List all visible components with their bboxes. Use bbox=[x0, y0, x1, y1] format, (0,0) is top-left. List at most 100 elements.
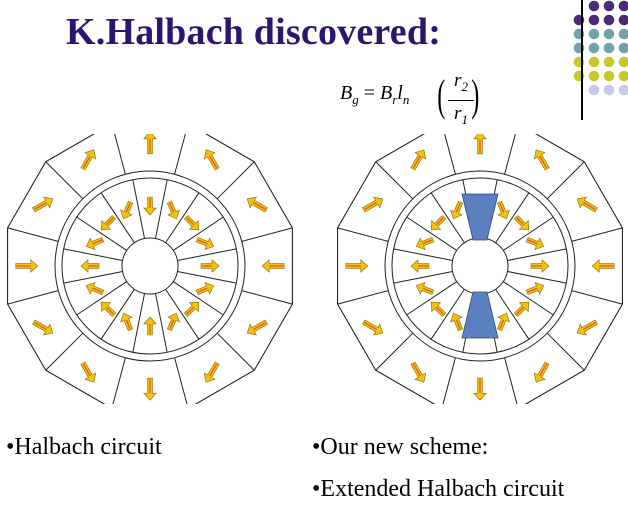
formula-numerator-sub: 2 bbox=[461, 78, 468, 94]
decorative-dot bbox=[588, 42, 600, 54]
magnetization-arrow-icon bbox=[85, 236, 105, 251]
formula-br-sub: r bbox=[392, 92, 398, 107]
formula-numerator: r bbox=[454, 70, 462, 91]
title-divider-line bbox=[581, 0, 583, 120]
formula-denominator: r bbox=[454, 102, 462, 124]
magnetization-arrow-icon bbox=[195, 281, 215, 296]
magnetization-arrow-icon bbox=[183, 301, 200, 317]
magnetization-arrow-icon bbox=[120, 312, 134, 332]
formula-l: l bbox=[397, 82, 403, 104]
magnetization-arrow-icon bbox=[533, 361, 550, 383]
magnetization-arrow-icon bbox=[450, 200, 464, 220]
decorative-dot bbox=[603, 56, 615, 68]
magnetization-arrow-icon bbox=[80, 259, 100, 273]
decorative-dot bbox=[603, 84, 615, 96]
magnetic-pole-piece bbox=[461, 291, 499, 339]
decorative-dot bbox=[618, 14, 628, 26]
magnetization-arrow-icon bbox=[513, 301, 530, 317]
magnetization-arrow-icon bbox=[100, 215, 117, 231]
magnetization-arrow-icon bbox=[203, 149, 220, 171]
decorative-dot bbox=[603, 14, 615, 26]
magnetization-arrow-icon bbox=[496, 312, 510, 332]
magnetization-arrow-icon bbox=[525, 236, 545, 251]
decorative-dot bbox=[588, 28, 600, 40]
decorative-dot bbox=[618, 28, 628, 40]
formula-br: B bbox=[380, 82, 393, 104]
decorative-dot bbox=[618, 42, 628, 54]
magnetization-arrow-icon bbox=[496, 200, 510, 220]
decorative-dot-grid bbox=[573, 0, 628, 96]
decorative-dot bbox=[618, 56, 628, 68]
magnetization-arrow-icon bbox=[261, 259, 285, 273]
magnetization-arrow-icon bbox=[166, 312, 180, 332]
magnetization-arrow-icon bbox=[473, 377, 487, 401]
extended-halbach-circuit-diagram bbox=[337, 134, 623, 404]
formula-denominator-sub: 1 bbox=[461, 111, 468, 127]
decorative-dot bbox=[603, 42, 615, 54]
magnetization-arrow-icon bbox=[200, 259, 220, 273]
magnetization-arrow-icon bbox=[362, 319, 384, 336]
magnetization-arrow-icon bbox=[410, 149, 427, 171]
caption-new-scheme: •Our new scheme: bbox=[312, 434, 489, 460]
magnetization-arrow-icon bbox=[100, 301, 117, 317]
formula-fraction: r2 r1 bbox=[448, 70, 474, 131]
magnetization-arrow-icon bbox=[415, 236, 435, 251]
magnetization-arrow-icon bbox=[80, 361, 97, 383]
caption-halbach-circuit: •Halbach circuit bbox=[6, 434, 162, 460]
magnetization-arrow-icon bbox=[345, 259, 369, 273]
magnetization-arrow-icon bbox=[143, 134, 157, 155]
decorative-dot bbox=[588, 0, 600, 12]
magnetization-arrow-icon bbox=[246, 319, 268, 336]
decorative-dot bbox=[588, 84, 600, 96]
magnetization-arrow-icon bbox=[195, 236, 215, 251]
caption-extended-halbach: •Extended Halbach circuit bbox=[312, 476, 565, 502]
magnetization-arrow-icon bbox=[32, 196, 54, 213]
decorative-dot bbox=[588, 56, 600, 68]
decorative-dot bbox=[618, 84, 628, 96]
magnetization-arrow-icon bbox=[530, 259, 550, 273]
magnetization-arrow-icon bbox=[143, 377, 157, 401]
decorative-dot bbox=[618, 70, 628, 82]
decorative-dot bbox=[603, 70, 615, 82]
magnetic-pole-piece bbox=[461, 193, 499, 241]
magnetization-arrow-icon bbox=[576, 196, 598, 213]
magnetization-arrow-icon bbox=[143, 196, 157, 216]
formula-left-paren: ( bbox=[437, 71, 446, 120]
magnetization-arrow-icon bbox=[415, 281, 435, 296]
formula-bg-sub: g bbox=[352, 92, 359, 107]
magnetization-arrow-icon bbox=[525, 281, 545, 296]
magnetization-arrow-icon bbox=[430, 215, 447, 231]
magnetization-arrow-icon bbox=[473, 134, 487, 155]
decorative-dot bbox=[588, 14, 600, 26]
magnetization-arrow-icon bbox=[450, 312, 464, 332]
magnetization-arrow-icon bbox=[15, 259, 39, 273]
magnetization-arrow-icon bbox=[85, 281, 105, 296]
magnetization-arrow-icon bbox=[362, 196, 384, 213]
formula-equals: = bbox=[358, 82, 380, 104]
halbach-formula: Bg = Brln ( r2 r1 ) bbox=[340, 70, 490, 130]
magnetization-arrow-icon bbox=[246, 196, 268, 213]
decorative-dot bbox=[618, 0, 628, 12]
slide-title: K.Halbach discovered: bbox=[66, 11, 442, 53]
decorative-dot bbox=[588, 70, 600, 82]
magnetization-arrow-icon bbox=[430, 301, 447, 317]
halbach-circuit-diagram bbox=[7, 134, 293, 404]
formula-l-sub: n bbox=[402, 92, 410, 107]
magnetization-arrow-icon bbox=[166, 200, 180, 220]
formula-right-paren: ) bbox=[471, 71, 480, 120]
magnetization-arrow-icon bbox=[591, 259, 615, 273]
decorative-dot bbox=[603, 0, 615, 12]
magnetization-arrow-icon bbox=[203, 361, 220, 383]
magnetization-arrow-icon bbox=[410, 259, 430, 273]
magnetization-arrow-icon bbox=[410, 361, 427, 383]
magnetization-arrow-icon bbox=[120, 200, 134, 220]
magnetization-arrow-icon bbox=[143, 316, 157, 336]
magnetization-arrow-icon bbox=[80, 149, 97, 171]
magnetization-arrow-icon bbox=[576, 319, 598, 336]
magnetization-arrow-icon bbox=[32, 319, 54, 336]
magnetization-arrow-icon bbox=[183, 215, 200, 231]
formula-bg: B bbox=[340, 82, 353, 104]
magnetization-arrow-icon bbox=[513, 215, 530, 231]
decorative-dot bbox=[603, 28, 615, 40]
magnetization-arrow-icon bbox=[533, 149, 550, 171]
